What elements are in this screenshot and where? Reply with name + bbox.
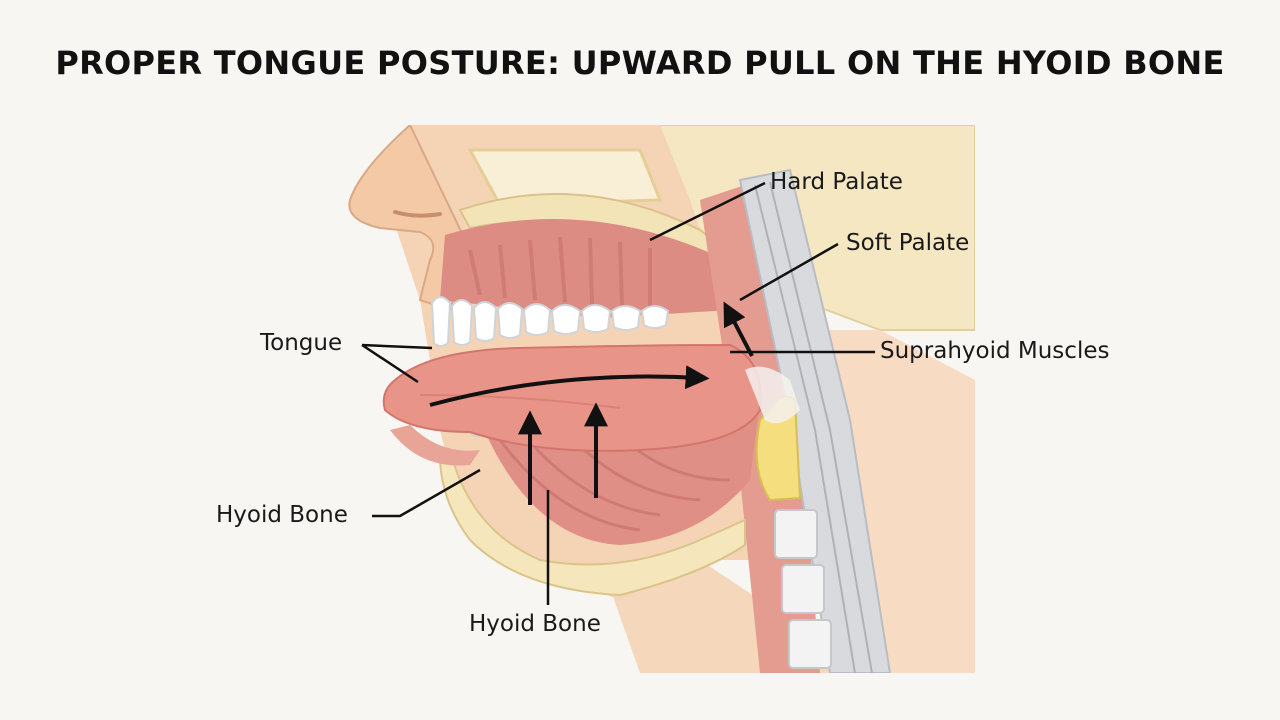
- tongue-shape: [382, 343, 762, 452]
- leader-hyoid-left: [372, 468, 481, 518]
- label-soft-palate: Soft Palate: [846, 230, 970, 256]
- leader-lines: [361, 181, 875, 605]
- nose: [348, 125, 472, 312]
- label-hard-palate: Hard Palate: [770, 169, 903, 195]
- label-suprahyoid-muscles: Suprahyoid Muscles: [880, 338, 1110, 364]
- mandible: [438, 448, 746, 597]
- mouth-roof: [440, 219, 730, 318]
- label-tongue: Tongue: [260, 330, 343, 356]
- label-hyoid-bone-left: Hyoid Bone: [216, 502, 348, 528]
- leader-hard-palate: [649, 181, 766, 242]
- tongue-arrow: [429, 365, 710, 407]
- upper-teeth: [430, 296, 670, 347]
- force-arrows: [429, 301, 754, 505]
- label-hyoid-bone-bottom: Hyoid Bone: [469, 611, 601, 637]
- leader-tongue: [361, 343, 433, 384]
- suprahyoid-arrow: [723, 301, 754, 357]
- page-title: PROPER TONGUE POSTURE: UPWARD PULL ON TH…: [55, 44, 1225, 82]
- vertebrae: [774, 509, 832, 669]
- leader-soft-palate: [739, 242, 839, 302]
- head-illustration: [340, 125, 975, 673]
